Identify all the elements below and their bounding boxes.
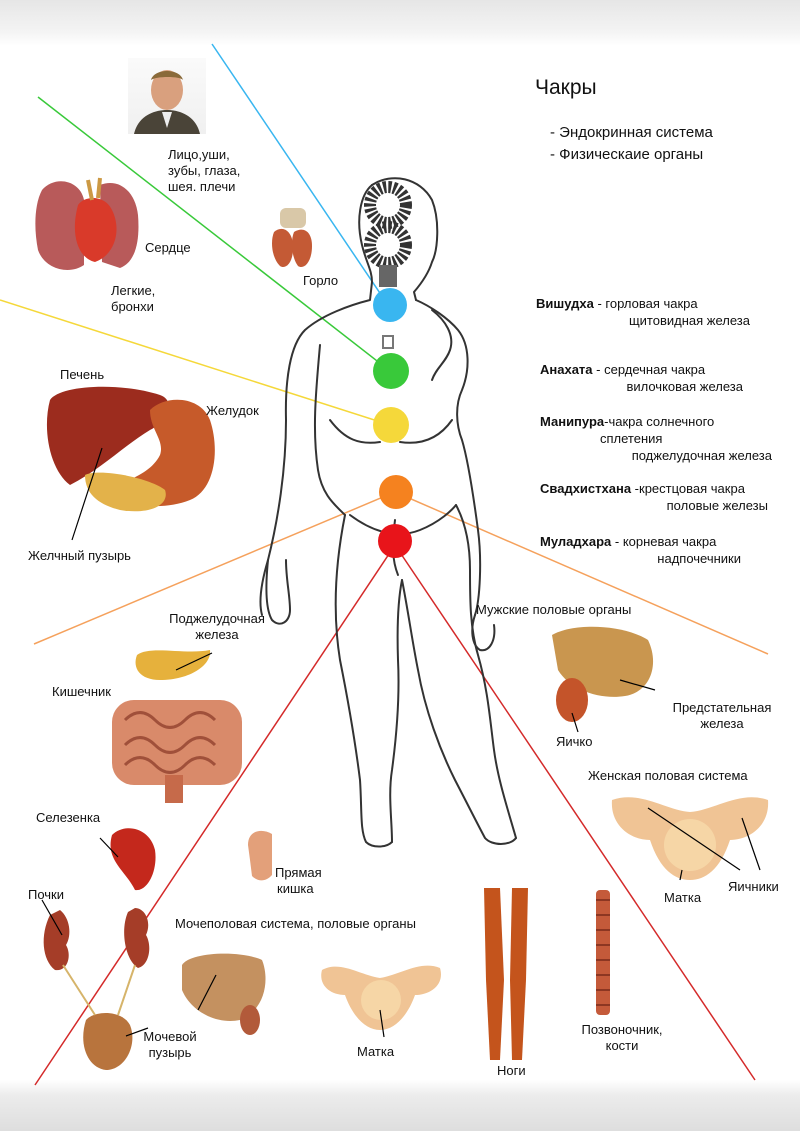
chakra-name: Манипура <box>540 414 605 429</box>
line-solar <box>0 299 391 426</box>
line-root-right <box>394 544 756 1081</box>
rectum-image <box>248 830 272 881</box>
pancreas-image <box>135 650 211 680</box>
human-figure <box>259 177 517 848</box>
label-legs: Ноги <box>497 1063 526 1078</box>
subtitle-line-2: - Физическаие органы <box>550 146 704 163</box>
line-heart <box>37 96 391 372</box>
label-testis: Яичко <box>556 734 593 749</box>
chakra-gland: вилочковая железа <box>626 379 743 394</box>
spleen-image <box>110 828 156 891</box>
label-spine: Позвоночник,кости <box>581 1022 663 1053</box>
chakra-name: Анахата <box>540 362 593 377</box>
pointer-lines <box>41 447 761 1038</box>
kidneys-bladder-image <box>43 908 150 1070</box>
label-gallbladder: Желчный пузырь <box>28 548 131 563</box>
subtitle-line-1: - Эндокринная система <box>550 124 713 141</box>
male-organs-bottom-image <box>182 953 266 1035</box>
chakra-svadhisthana-circle <box>379 475 413 509</box>
chakra-manipura-circle <box>373 407 409 443</box>
chakra-gland: поджелудочная железа <box>631 448 772 463</box>
label-female-system: Женская половая система <box>588 768 748 783</box>
chakra-anahata-text: Анахата - сердечная чакра вилочковая жел… <box>540 362 743 394</box>
portrait-photo <box>128 58 206 134</box>
label-face: Лицо,уши,зубы, глаза,шея. плечи <box>168 147 241 194</box>
chakra-name: Муладхара <box>540 534 612 549</box>
liver-stomach-image <box>46 386 215 512</box>
chakra-manipura-text: Манипура-чакра солнечного сплетения подж… <box>540 414 772 463</box>
connector-lines <box>0 43 769 1086</box>
label-uterus-bottom: Матка <box>357 1044 395 1059</box>
label-throat: Горло <box>303 273 339 288</box>
label-lungs: Легкие,бронхи <box>111 283 156 314</box>
male-organs-right-image <box>552 626 654 722</box>
bottom-band <box>0 1080 800 1131</box>
chakra-name: Свадхистхана <box>540 481 632 496</box>
label-male-organs: Мужские половые органы <box>476 602 632 617</box>
label-heart: Сердце <box>145 240 191 255</box>
line-root-left <box>34 544 396 1086</box>
chakra-anahata-circle <box>373 353 409 389</box>
lungs-heart-image <box>35 177 139 270</box>
line-sacral-left <box>33 491 396 645</box>
chakra-muladhara-circle <box>378 524 412 558</box>
line-throat <box>211 43 389 306</box>
page-title: Чакры <box>535 76 597 99</box>
organ-illustrations <box>35 177 769 1070</box>
label-kidneys: Почки <box>28 887 65 902</box>
intestine-image <box>112 700 242 803</box>
chakra-name: Вишудха <box>536 296 594 311</box>
line-sacral-right <box>394 491 769 655</box>
label-intestine: Кишечник <box>52 684 111 699</box>
label-stomach: Желудок <box>206 403 259 418</box>
uterus-bottom-image <box>321 965 441 1030</box>
label-spleen: Селезенка <box>36 810 101 825</box>
thyroid-image <box>272 208 312 268</box>
label-ovaries: Яичники <box>728 879 779 894</box>
chakra-muladhara-text: Муладхара - корневая чакра надпочечники <box>540 534 741 566</box>
label-uterus-right: Матка <box>664 890 702 905</box>
chakra-vishuddha-text: Вишудха - горловая чакра щитовидная желе… <box>536 296 750 328</box>
label-liver: Печень <box>60 367 105 382</box>
label-urogenital: Мочеполовая система, половые органы <box>175 916 416 931</box>
spine-image <box>596 890 610 1015</box>
uterus-right-image <box>611 797 769 880</box>
chakra-gland: щитовидная железа <box>628 313 750 328</box>
legs-image <box>484 888 528 1060</box>
chakra-gland: надпочечники <box>657 551 741 566</box>
top-band <box>0 0 800 46</box>
chakra-gland: половые железы <box>666 498 768 513</box>
chakra-vishuddha-circle <box>373 288 407 322</box>
chakra-svadhisthana-text: Свадхистхана -крестцовая чакра половые ж… <box>540 481 768 513</box>
chakra-circles <box>373 288 413 558</box>
head-spirals <box>364 181 412 349</box>
